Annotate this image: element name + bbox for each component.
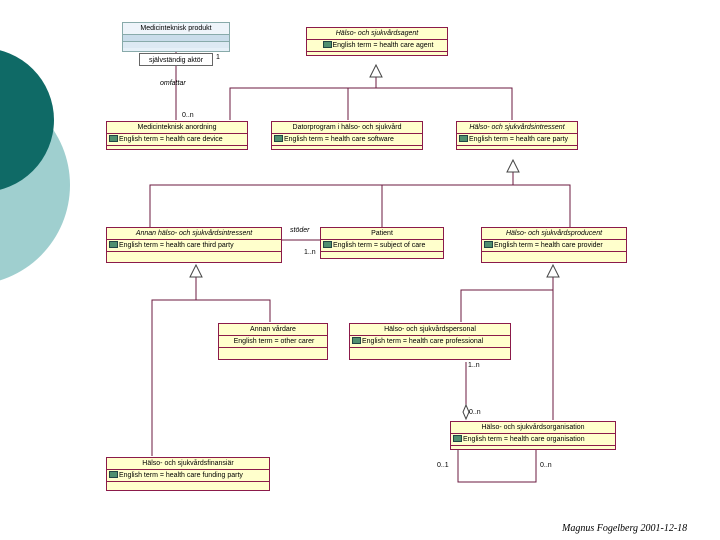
class-personal[interactable]: Hälso- och sjukvårdspersonal English ter… [349, 323, 511, 360]
attribute-icon [459, 135, 468, 142]
class-attribute: English term = other carer [219, 336, 327, 348]
role-label: självständig aktör [139, 53, 213, 66]
class-patient[interactable]: Patient English term = subject of care [320, 227, 444, 259]
class-attribute: English term = health care party [457, 134, 577, 146]
gen-annan-tree [151, 277, 271, 456]
attribute-icon [109, 471, 118, 478]
class-compartment [123, 42, 229, 48]
class-attribute: English term = health care software [272, 134, 422, 146]
multiplicity-org-top: 0..n [469, 409, 481, 416]
gen-arrow-intressent [506, 158, 520, 173]
attribute-icon [109, 135, 118, 142]
gen-agent-tree [229, 77, 513, 120]
multiplicity-org-left: 0..1 [437, 462, 449, 469]
class-attribute: English term = health care provider [482, 240, 626, 252]
gen-intressent-tree [149, 172, 571, 227]
class-attribute: English term = subject of care [321, 240, 443, 252]
class-attribute: English term = health care device [107, 134, 247, 146]
class-finansiar[interactable]: Hälso- och sjukvårdsfinansiär English te… [106, 457, 270, 491]
class-organisation[interactable]: Hälso- och sjukvårdsorganisation English… [450, 421, 616, 450]
class-medicinteknisk-produkt[interactable]: Medicinteknisk produkt [122, 22, 230, 52]
attribute-icon [484, 241, 493, 248]
class-annan-intressent[interactable]: Annan hälso- och sjukvårdsintressent Eng… [106, 227, 282, 263]
class-name: Medicinteknisk produkt [123, 23, 229, 35]
class-attribute: English term = health care funding party [107, 470, 269, 482]
dark-circle [0, 50, 54, 190]
aggregation-diamond-org [462, 403, 470, 421]
class-attribute: English term = health care third party [107, 240, 281, 252]
attribute-icon [352, 337, 361, 344]
assoc-org-self [457, 450, 537, 483]
class-intressent[interactable]: Hälso- och sjukvårdsintressent English t… [456, 121, 578, 150]
attribute-icon [453, 435, 462, 442]
multiplicity-anordning: 0..n [182, 112, 194, 119]
gen-arrow-agent [369, 63, 383, 78]
attribute-icon [322, 41, 332, 48]
class-name: Datorprogram i hälso- och sjukvård [272, 122, 422, 134]
class-name: Hälso- och sjukvårdsorganisation [451, 422, 615, 434]
gen-arrow-producent [546, 263, 560, 278]
footer-signature: Magnus Fogelberg 2001-12-18 [562, 523, 688, 534]
class-name: Hälso- och sjukvårdspersonal [350, 324, 510, 336]
class-producent[interactable]: Hälso- och sjukvårdsproducent English te… [481, 227, 627, 263]
multiplicity-patient: 1..n [304, 249, 316, 256]
class-name: Hälso- och sjukvårdsintressent [457, 122, 577, 134]
class-name: Hälso- och sjukvårdsproducent [482, 228, 626, 240]
class-attribute: English term = health care agent [307, 40, 447, 52]
gen-producent-tree [460, 277, 554, 420]
class-medicinteknisk-anordning[interactable]: Medicinteknisk anordning English term = … [106, 121, 248, 150]
class-name: Medicinteknisk anordning [107, 122, 247, 134]
decorative-circles [0, 50, 70, 281]
attribute-icon [323, 241, 332, 248]
class-name: Annan hälso- och sjukvårdsintressent [107, 228, 281, 240]
multiplicity-one: 1 [216, 54, 220, 61]
class-name: Patient [321, 228, 443, 240]
class-name: Hälso- och sjukvårdsfinansiär [107, 458, 269, 470]
multiplicity-org-right: 0..n [540, 462, 552, 469]
class-annan-vardare[interactable]: Annan vårdare English term = other carer [218, 323, 328, 360]
class-name: Hälso- och sjukvårdsagent [307, 28, 447, 40]
association-label-omfattar: omfattar [160, 80, 186, 87]
class-compartment [123, 35, 229, 42]
attribute-icon [274, 135, 283, 142]
association-label-stoder: stöder [290, 227, 310, 234]
class-datorprogram[interactable]: Datorprogram i hälso- och sjukvård Engli… [271, 121, 423, 150]
gen-arrow-annan [189, 263, 203, 278]
class-attribute: English term = health care organisation [451, 434, 615, 446]
class-attribute: English term = health care professional [350, 336, 510, 348]
class-halso-agent[interactable]: Hälso- och sjukvårdsagent English term =… [306, 27, 448, 56]
multiplicity-personal: 1..n [468, 362, 480, 369]
attribute-icon [109, 241, 118, 248]
class-name: Annan vårdare [219, 324, 327, 336]
